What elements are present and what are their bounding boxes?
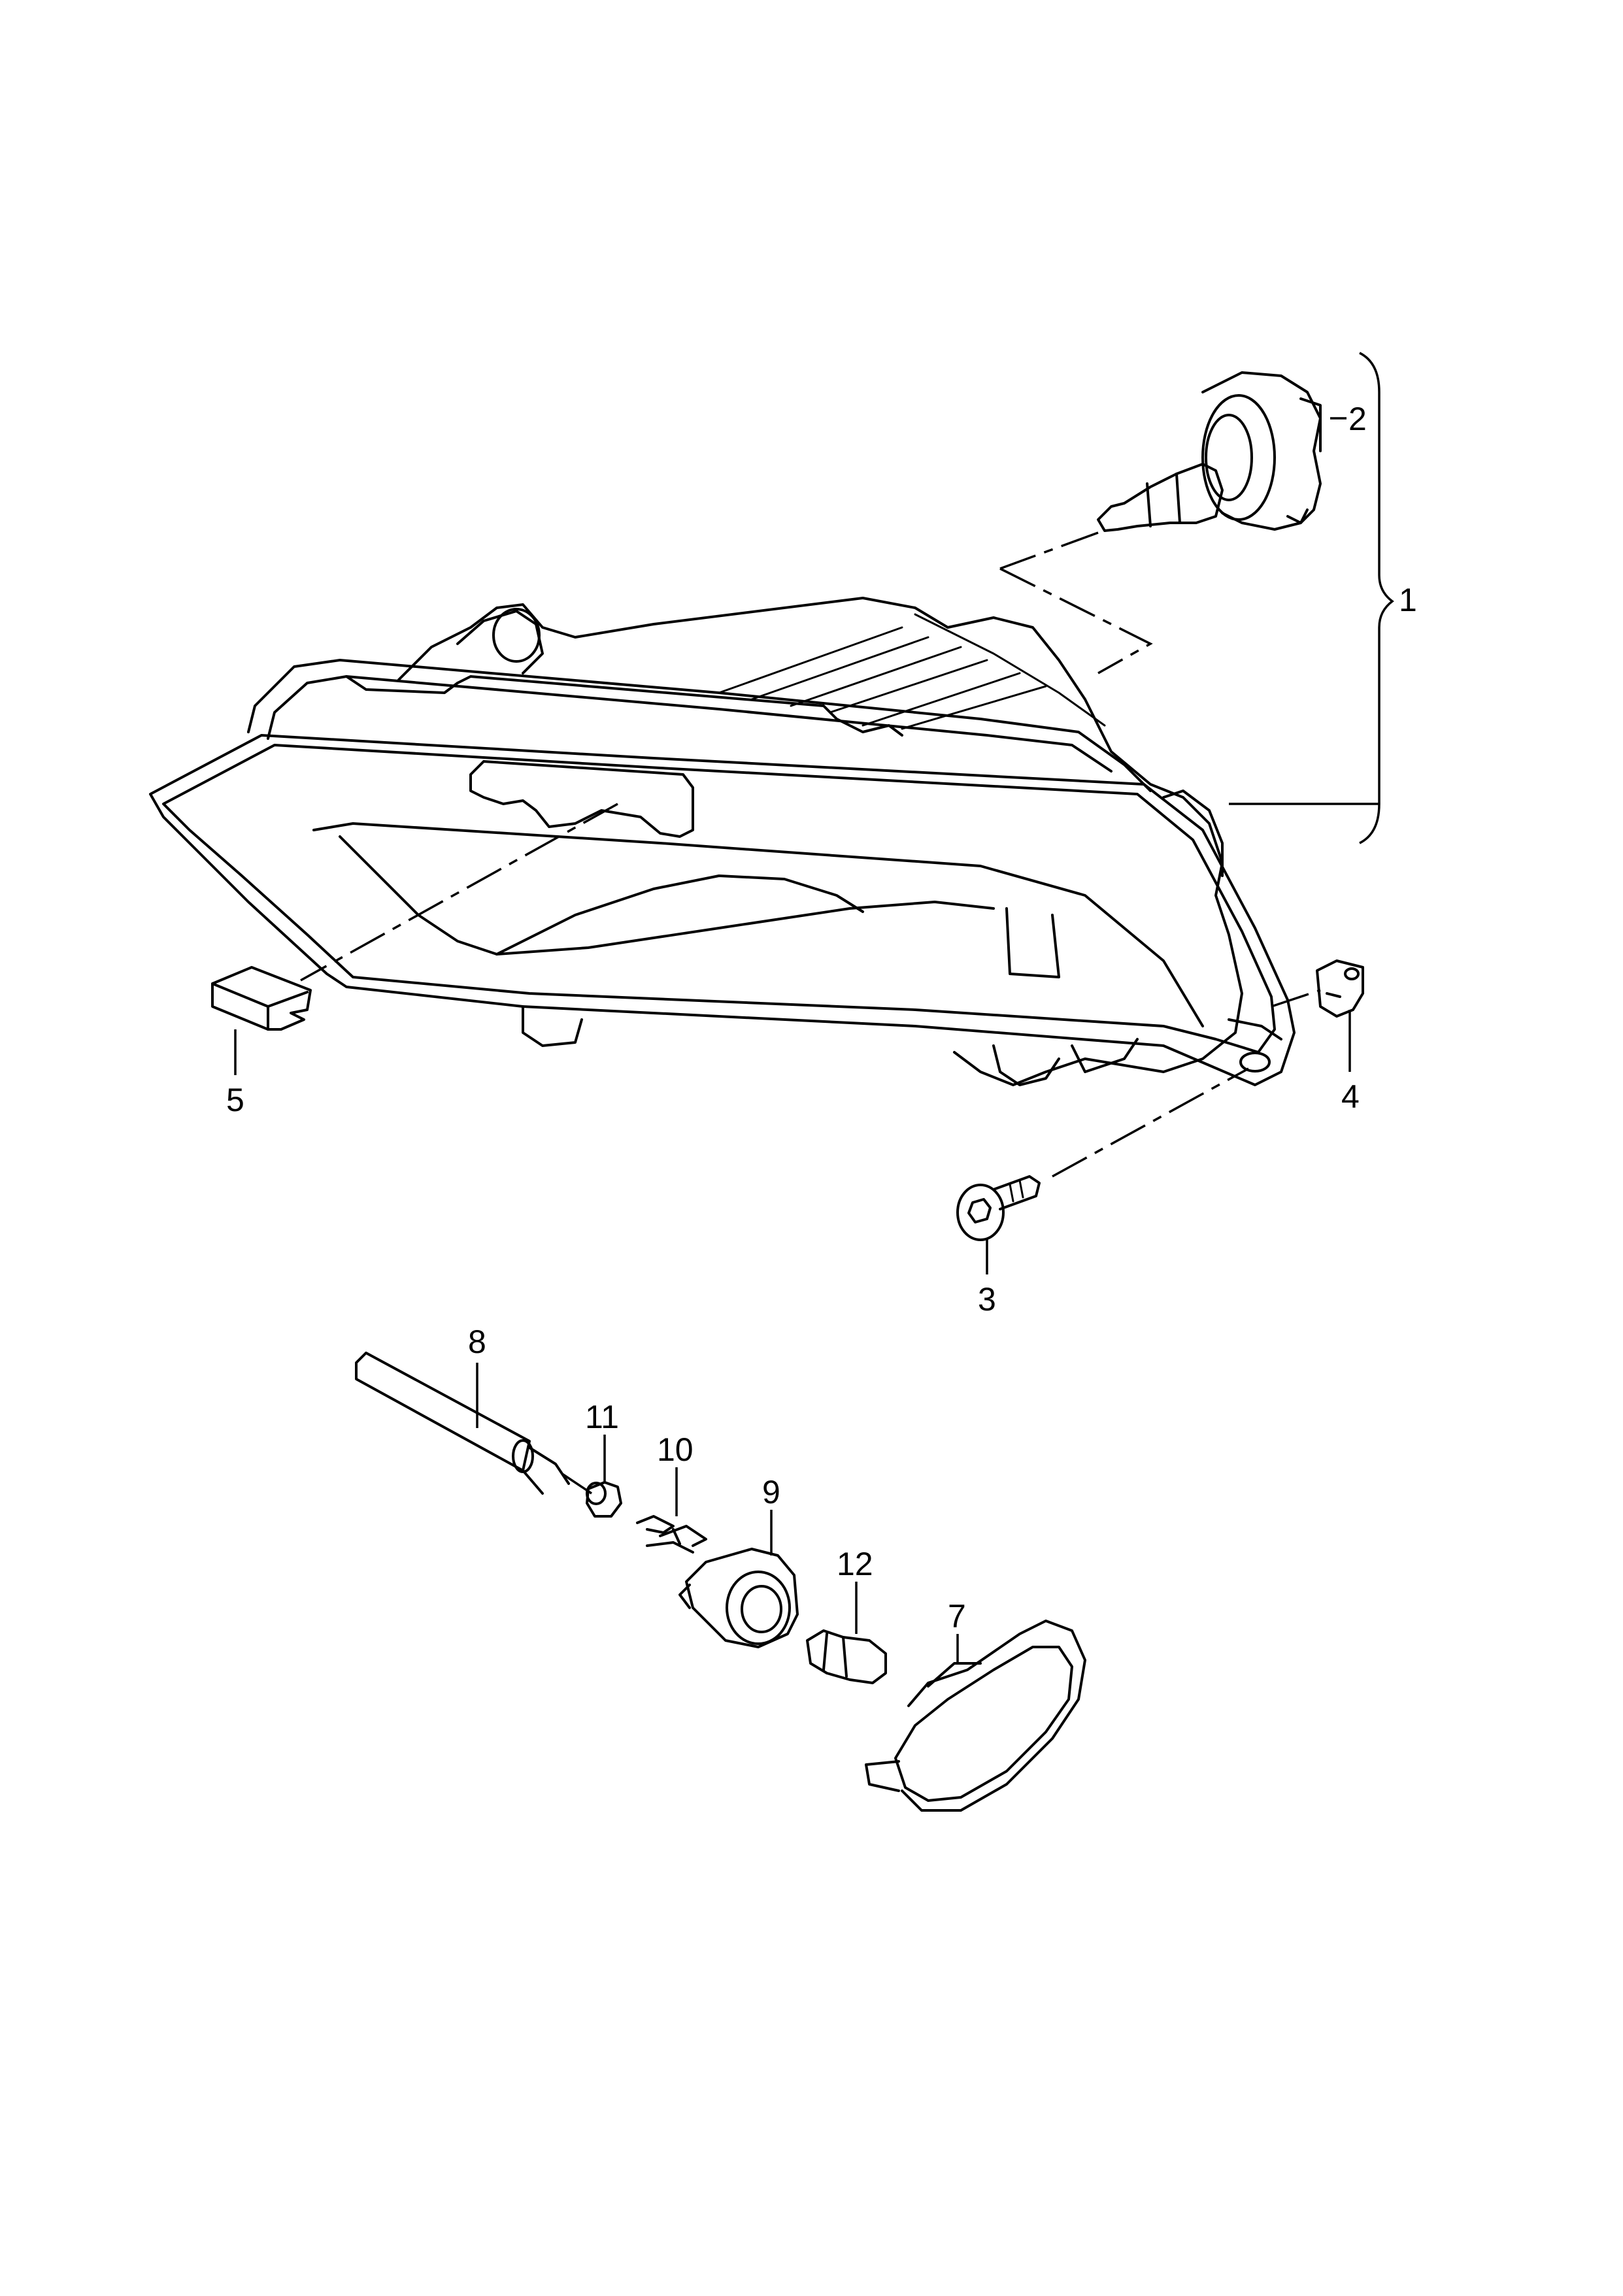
screw — [956, 1175, 1041, 1241]
bulb-holder — [678, 1548, 799, 1648]
callout-8: 8 — [468, 1323, 486, 1360]
callouts: 1 2 3 4 5 7 8 9 10 11 12 — [226, 401, 1417, 1635]
callout-9: 9 — [762, 1474, 780, 1510]
contacts — [636, 1515, 707, 1554]
wiring-harness — [355, 1352, 570, 1495]
side-marker-lamp — [865, 1620, 1086, 1812]
wedge-bulb — [806, 1629, 887, 1684]
callout-3: 3 — [978, 1281, 996, 1318]
clip-nut — [1316, 959, 1364, 1018]
callout-10: 10 — [657, 1431, 694, 1468]
assembly-lines — [300, 531, 1321, 1495]
callout-1: 1 — [1399, 582, 1417, 618]
callout-7: 7 — [948, 1598, 966, 1635]
grommet — [586, 1481, 622, 1518]
bulb-h11 — [1097, 371, 1322, 532]
callout-12: 12 — [837, 1546, 873, 1582]
label-plate — [211, 966, 312, 1031]
lamp-housing — [149, 597, 1296, 1086]
callout-4: 4 — [1341, 1078, 1360, 1115]
callout-5: 5 — [226, 1082, 244, 1118]
callout-11: 11 — [585, 1399, 619, 1435]
leader-lines — [234, 352, 1394, 1663]
callout-2: 2 — [1348, 401, 1367, 437]
